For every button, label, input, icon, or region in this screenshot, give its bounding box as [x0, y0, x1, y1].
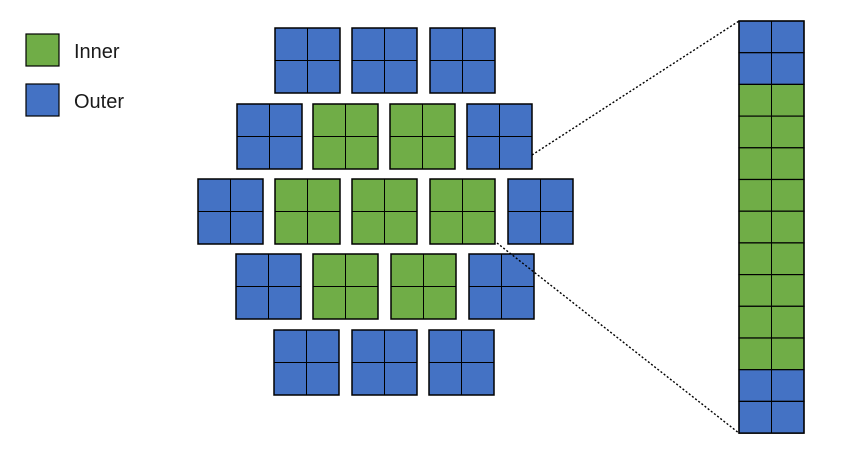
detail-column	[738, 20, 805, 434]
detail-cell-inner	[738, 178, 805, 212]
detail-cell-inner	[738, 210, 805, 244]
module-inner	[389, 103, 456, 170]
detail-cell-inner	[738, 242, 805, 276]
legend: Inner Outer	[25, 33, 124, 117]
module-outer	[235, 253, 302, 320]
module-outer	[466, 103, 533, 170]
module-outer	[197, 178, 264, 245]
detail-cell-outer	[738, 52, 805, 86]
module-outer	[428, 329, 495, 396]
legend-item-outer: Outer	[25, 83, 124, 117]
module-inner	[312, 103, 379, 170]
legend-label-outer: Outer	[74, 91, 124, 113]
module-grid	[197, 27, 574, 396]
legend-swatch-outer	[25, 83, 60, 117]
detail-column-outline	[738, 20, 805, 434]
detail-cell-inner	[738, 305, 805, 339]
module-outer	[351, 27, 418, 94]
detail-cell-inner	[738, 115, 805, 149]
detail-cell-inner	[738, 147, 805, 181]
module-outer	[468, 253, 535, 320]
detail-cell-outer	[738, 20, 805, 54]
module-inner	[312, 253, 379, 320]
legend-item-inner: Inner	[25, 33, 120, 67]
zoom-connector-lines	[496, 20, 740, 434]
module-outer	[273, 329, 340, 396]
zoom-line-bottom	[496, 242, 740, 434]
module-inner	[274, 178, 341, 245]
legend-label-inner: Inner	[74, 41, 120, 63]
detail-cell-inner	[738, 337, 805, 371]
module-inner	[390, 253, 457, 320]
module-outer	[274, 27, 341, 94]
detail-cell-outer	[738, 369, 805, 403]
detail-cell-inner	[738, 83, 805, 117]
module-outer	[351, 329, 418, 396]
detail-cell-outer	[738, 400, 805, 434]
zoom-line-top	[531, 20, 740, 156]
module-inner	[429, 178, 496, 245]
module-outer	[429, 27, 496, 94]
module-outer	[507, 178, 574, 245]
legend-swatch-inner	[25, 33, 60, 67]
detail-cell-inner	[738, 274, 805, 307]
module-outer	[236, 103, 303, 170]
module-inner	[351, 178, 418, 245]
